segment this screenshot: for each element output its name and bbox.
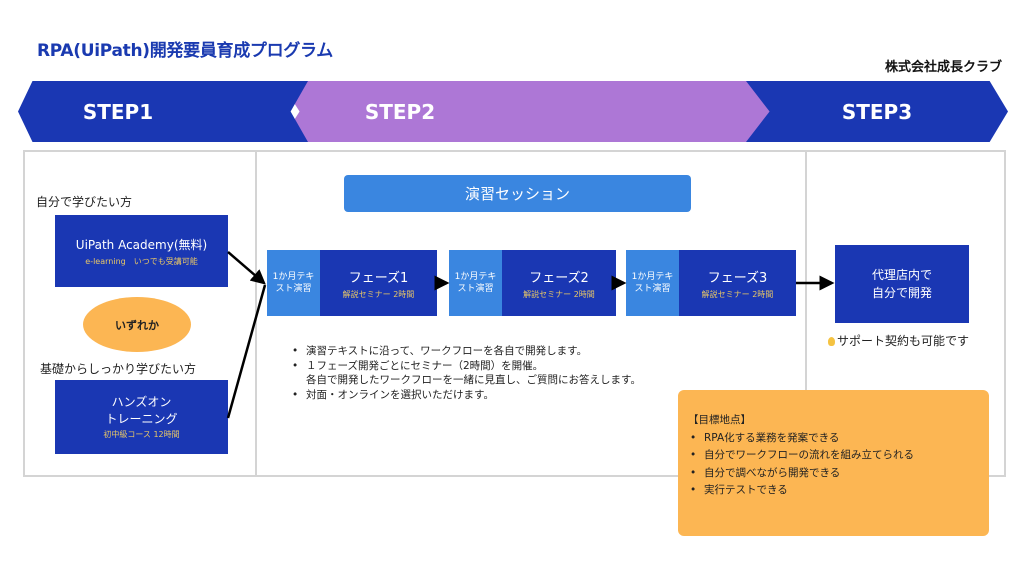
phase-title: フェーズ2: [529, 270, 589, 286]
step3-label: STEP3: [841, 99, 913, 124]
step2-label: STEP2: [364, 99, 436, 124]
phase-1: 1か月テキスト演習 フェーズ1 解説セミナー 2時間: [267, 250, 437, 316]
phase-text-study: 1か月テキスト演習: [267, 250, 320, 316]
basics-label: 基礎からしっかり学びたい方: [40, 362, 197, 376]
self-study-label: 自分で学びたい方: [36, 195, 133, 209]
uipath-academy-box: UiPath Academy(無料) e-learning いつでも受講可能: [55, 215, 228, 287]
company-name: 株式会社成長クラブ: [884, 60, 1002, 75]
phase-sub: 解説セミナー 2時間: [523, 289, 595, 299]
note-continuation: 各自で開発したワークフローを一緒に見直し、ご質問にお答えします。: [306, 374, 641, 386]
handson-line1: ハンズオン: [111, 395, 172, 409]
goal-item: 実行テストできる: [688, 482, 979, 500]
practice-session-header: 演習セッション: [344, 175, 691, 212]
handson-line2: トレーニング: [105, 412, 178, 426]
phase-text-study: 1か月テキスト演習: [449, 250, 502, 316]
academy-sub: e-learning いつでも受講可能: [85, 256, 198, 266]
column-divider: [805, 150, 807, 477]
phase-sub: 解説セミナー 2時間: [342, 289, 415, 299]
phase-title: フェーズ1: [348, 270, 409, 286]
session-notes: 演習テキストに沿って、ワークフローを各自で開発します。 １フェーズ開発ごとにセミ…: [290, 344, 641, 402]
lightbulb-icon: [828, 337, 835, 346]
note-item: 演習テキストに沿って、ワークフローを各自で開発します。: [290, 344, 641, 359]
goal-heading: 【目標地点】: [688, 414, 751, 426]
goal-box: 【目標地点】 RPA化する業務を発案できる 自分でワークフローの流れを組み立てら…: [678, 390, 989, 536]
arrow-handson-to-phase1: [226, 284, 267, 419]
phase-text-study: 1か月テキスト演習: [626, 250, 679, 316]
note-item: １フェーズ開発ごとにセミナー（2時間）を開催。: [290, 359, 641, 374]
phase-main: フェーズ3 解説セミナー 2時間: [679, 250, 796, 316]
goal-item: RPA化する業務を発案できる: [688, 430, 979, 448]
goal-item: 自分でワークフローの流れを組み立てられる: [688, 447, 979, 465]
handson-sub: 初中級コース 12時間: [103, 430, 180, 439]
phase-3: 1か月テキスト演習 フェーズ3 解説セミナー 2時間: [626, 250, 796, 316]
goal-item: 自分で調べながら開発できる: [688, 465, 979, 483]
academy-title: UiPath Academy(無料): [75, 237, 208, 252]
either-badge: いずれか: [83, 297, 191, 352]
step1-label: STEP1: [82, 99, 154, 124]
arrow-academy-to-phase1: [227, 251, 266, 285]
content-frame: [23, 150, 1006, 477]
phase-main: フェーズ1 解説セミナー 2時間: [320, 250, 437, 316]
page-title: RPA(UiPath)開発要員育成プログラム: [37, 41, 333, 61]
phase-title: フェーズ3: [707, 270, 768, 286]
support-note: サポート契約も可能です: [828, 332, 969, 349]
note-item: 対面・オンラインを選択いただけます。: [290, 388, 641, 403]
phase-sub: 解説セミナー 2時間: [701, 289, 774, 299]
phase-main: フェーズ2 解説セミナー 2時間: [502, 250, 616, 316]
in-house-line1: 代理店内で: [871, 268, 932, 282]
support-text: サポート契約も可能です: [837, 334, 970, 348]
step1-banner: STEP1: [18, 81, 308, 142]
handson-training-box: ハンズオン トレーニング 初中級コース 12時間: [55, 380, 228, 454]
in-house-line2: 自分で開発: [871, 286, 932, 300]
step3-banner: STEP3: [746, 81, 1008, 142]
phase-2: 1か月テキスト演習 フェーズ2 解説セミナー 2時間: [449, 250, 616, 316]
step2-banner: STEP2: [280, 81, 770, 142]
in-house-dev-box: 代理店内で 自分で開発: [835, 245, 969, 323]
